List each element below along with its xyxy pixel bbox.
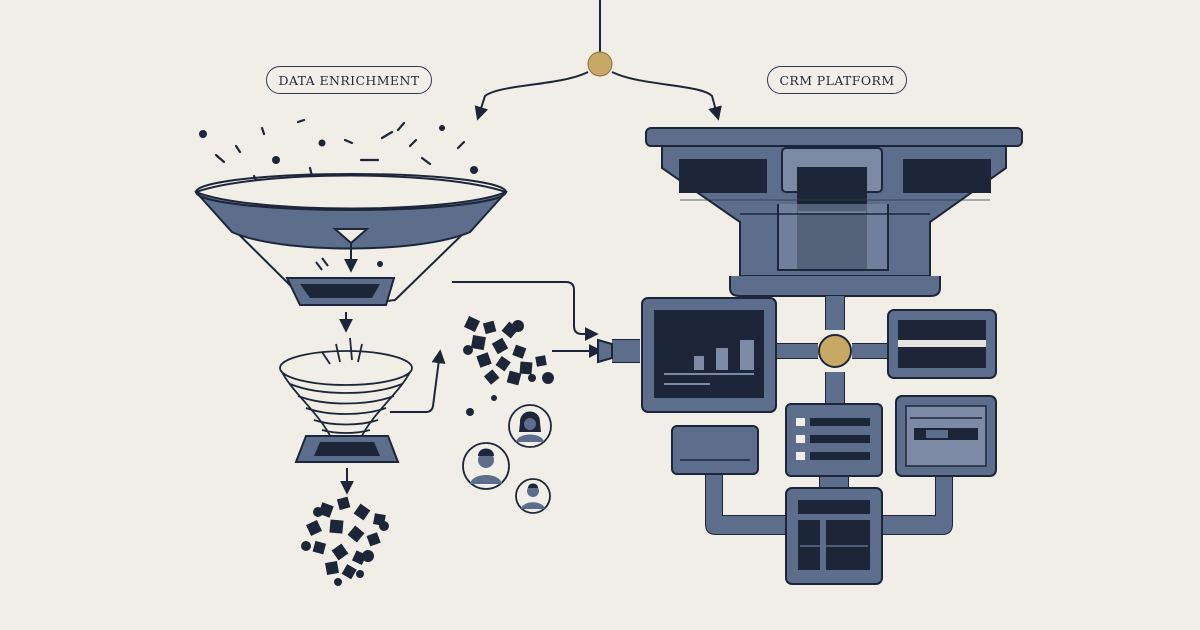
status-panel-module [887,309,997,379]
pipe-nozzle [597,338,613,364]
output-data-cluster [301,496,389,586]
gold-valve-node [818,334,852,368]
data-tray [285,277,396,306]
analytics-screen-module [641,297,777,413]
side-box-module [671,425,759,475]
spiral-funnel-icon [279,337,413,441]
data-enrichment-label: DATA ENRICHMENT [266,66,432,94]
person-icon-male [462,442,510,490]
enriched-data-cluster [463,316,554,416]
pipe-fills [612,296,952,534]
gold-junction-node [587,51,613,77]
enrichment-funnel [194,173,508,333]
funnel-to-crm-connectors [390,281,603,413]
crm-hopper [645,127,1023,297]
person-icon-small [515,478,551,514]
filter-icon [332,228,370,245]
data-bar-module [895,395,997,477]
list-icon-module [785,403,883,477]
top-connector [474,0,722,121]
bottom-panel-module [785,487,883,585]
crm-platform-label: CRM PLATFORM [767,66,907,94]
person-icon-female [508,404,552,448]
